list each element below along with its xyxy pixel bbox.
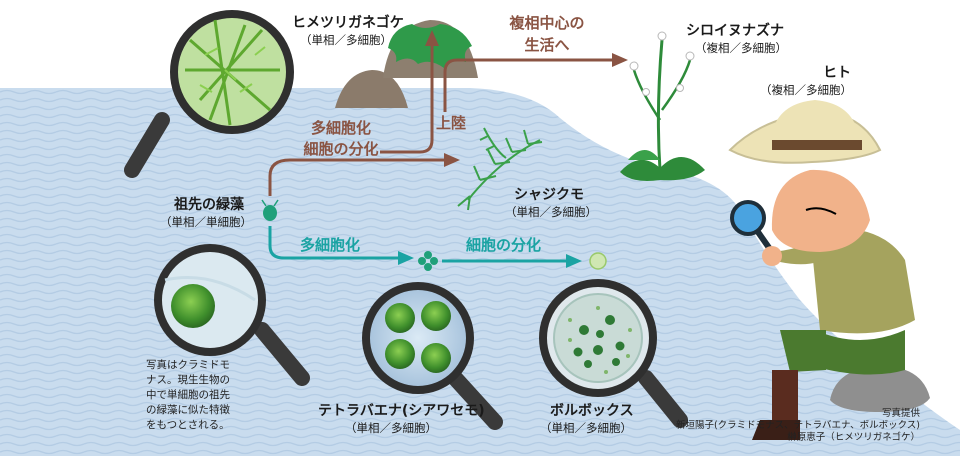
multicell-diff-label: 多細胞化 細胞の分化 [286,118,396,160]
chara-type: （単相／多細胞） [505,205,597,219]
credit-line: 写真提供 [881,408,920,419]
human-name: ヒト [823,65,851,81]
chara-plant [457,127,543,211]
arrow-head-tetrabaena [398,251,414,265]
multicellularization-label: 多細胞化 [300,236,361,254]
four-cell-icon [418,251,438,271]
arrow-head-chara [444,153,460,167]
multicell-diff-line1: 多細胞化 [310,119,371,137]
ancestor-type: （単相／単細胞） [160,215,252,229]
cell-differentiation-label: 細胞の分化 [466,236,542,254]
photo-note-line: の緑藻に似た特徴 [146,404,230,416]
moss-name: ヒメツリガネゴケ [292,15,404,31]
tetrabaena-name: テトラバエナ(シアワセモ) [318,403,485,419]
volvox-magnifier [539,279,688,428]
volvox-icon [589,252,607,270]
human-type: （複相／多細胞） [760,83,852,97]
photo-note-line: 中で単細胞の祖先 [146,389,230,401]
photo-note-line: をもつとされる。 [146,419,230,431]
moss-type: （単相／多細胞） [300,33,392,47]
tetrabaena-type: （単相／多細胞） [345,421,437,435]
small-rock [335,70,408,108]
volvox-type: （単相／多細胞） [540,421,632,435]
multicell-diff-line2: 細胞の分化 [303,140,379,158]
chlamydomonas-magnifier [154,244,310,386]
human-seat-rock [830,366,930,412]
diploid-life-line1: 複相中心の [509,14,585,32]
arrow-head-arabidopsis [612,53,628,67]
tetrabaena-magnifier [362,282,503,430]
diploid-life-label: 複相中心の 生活へ [492,12,602,56]
arabidopsis-type: （複相／多細胞） [695,41,787,55]
photo-credits: 写真提供 新垣陽子(クラミドモナス、テトラバエナ、ボルボックス) 榊原恵子（ヒメ… [676,408,920,444]
chara-name: シャジクモ [514,187,584,203]
arrow-multicell-to-land [380,44,434,154]
landing-label: 上陸 [436,114,467,132]
credit-line: 新垣陽子(クラミドモナス、テトラバエナ、ボルボックス) [675,420,920,431]
photo-note: 写真はクラミドモ ナス。現生生物の 中で単細胞の祖先 の緑藻に似た特徴 をもつと… [146,358,230,433]
photo-note-line: ナス。現生生物の [146,374,230,386]
ancestor-flagella-icon [261,199,279,207]
human-figure [728,100,915,440]
arrow-diploid-life [443,58,614,112]
ancestor-cell-icon [263,205,277,221]
arrow-ancestor-to-chara [268,158,446,196]
credit-line: 榊原恵子（ヒメツリガネゴケ） [787,432,920,443]
arabidopsis-plant [620,31,705,181]
photo-note-line: 写真はクラミドモ [146,359,230,371]
moss-magnifier [124,10,294,178]
arrow-head-moss [425,30,439,46]
arrow-head-volvox [566,254,582,268]
arabidopsis-name: シロイヌナズナ [686,23,784,39]
ancestor-name: 祖先の緑藻 [174,197,244,213]
volvox-name: ボルボックス [550,403,634,419]
arrow-ancestor-multicell [268,226,400,260]
water-area [0,88,960,456]
diploid-life-line2: 生活へ [524,36,570,54]
